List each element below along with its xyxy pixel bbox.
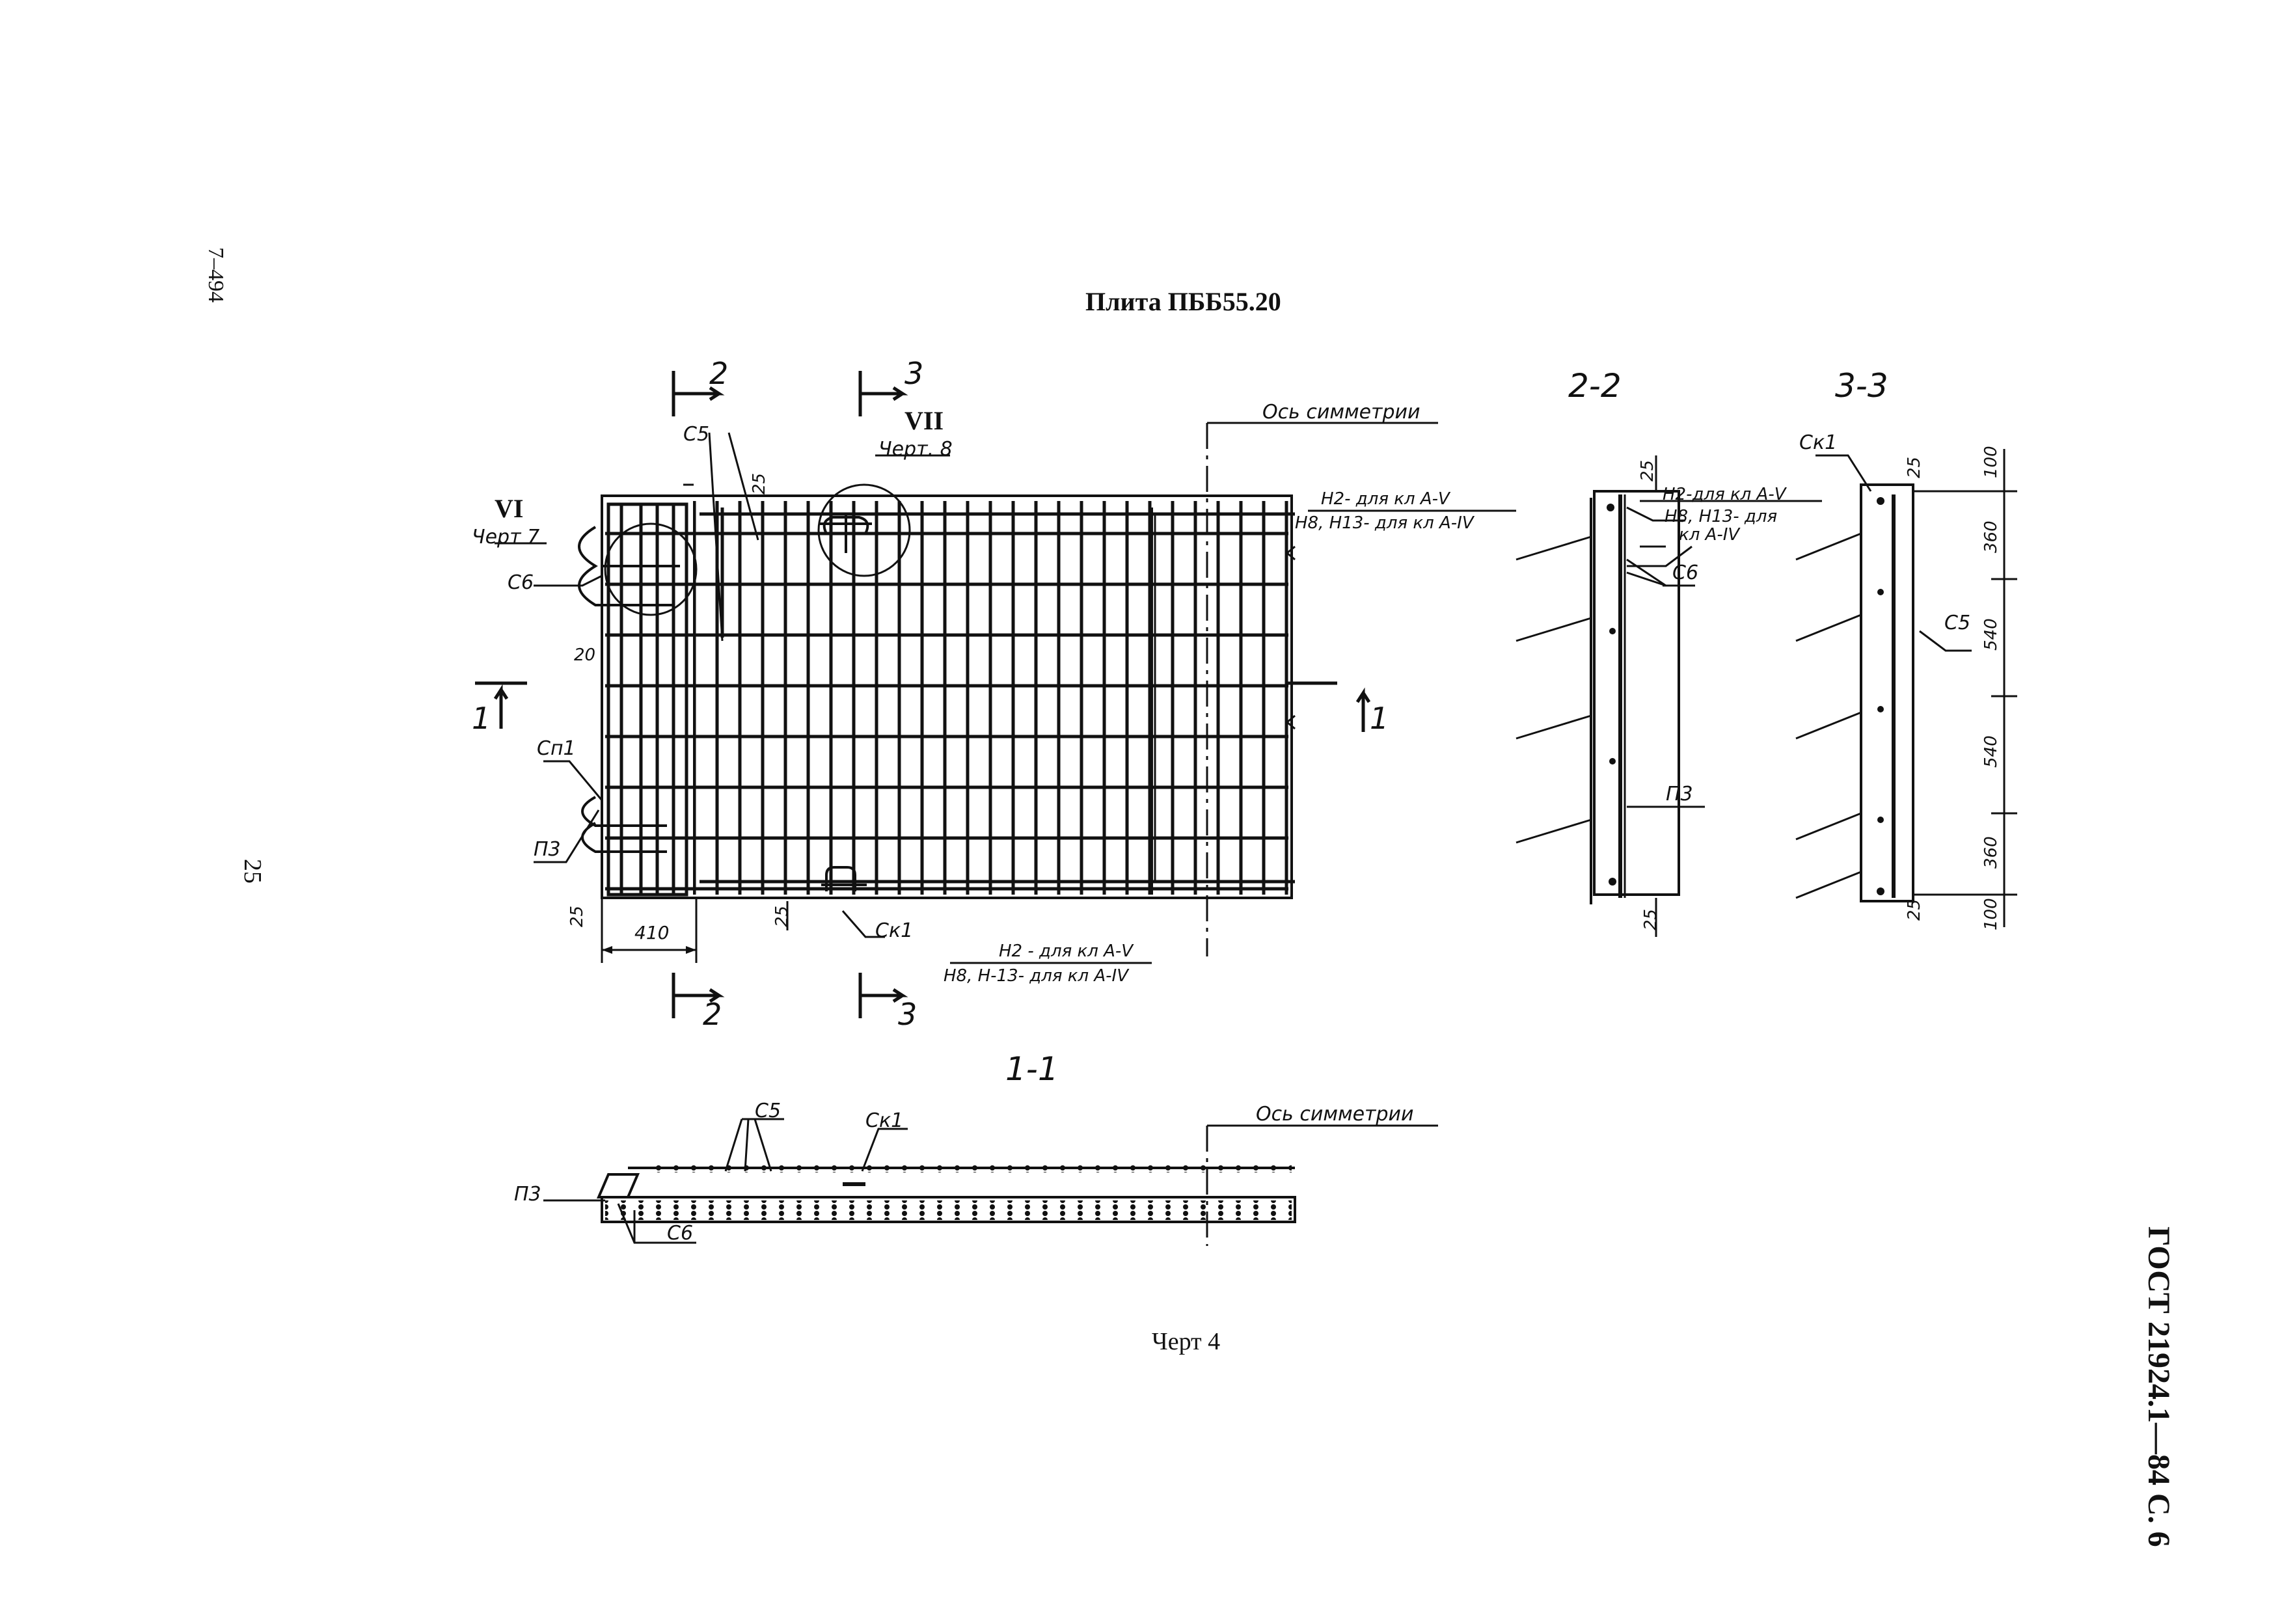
s33-dim-360-bottom: 360 (1981, 836, 2001, 869)
cut-3-bottom-label: 3 (898, 997, 917, 1032)
detail-vi-ref: Черт 7 (472, 526, 539, 548)
plan-cp1-label: Сп1 (537, 737, 576, 760)
section-2-2 (1516, 455, 1822, 937)
s33-dim-100-bottom: 100 (1981, 898, 2001, 930)
figure-caption: Черт 4 (1152, 1328, 1221, 1355)
s22-note-h2: Н2-для кл А-V (1663, 485, 1788, 504)
plan-note-h2-bottom: Н2 - для кл А-V (999, 941, 1134, 961)
plan-dim-410: 410 (634, 922, 669, 943)
detail-vi-label: VI (495, 494, 523, 523)
s11-c5-label: С5 (755, 1100, 781, 1122)
cut-3-top-label: 3 (904, 356, 923, 391)
s22-p3-label: П3 (1666, 783, 1693, 805)
cut-2-bottom-label: 2 (703, 997, 722, 1032)
cut-2-top-label: 2 (709, 356, 728, 391)
section-1-1-title: 1-1 (1005, 1050, 1059, 1088)
s33-c5-label: С5 (1944, 612, 1970, 634)
symmetry-axis-label: Ось симметрии (1262, 401, 1421, 424)
plan-c5-label: С5 (683, 423, 709, 446)
section-3-3-title: 3-3 (1835, 367, 1888, 405)
plan-note-h8-top: Н8, Н13- для кл А-IV (1295, 513, 1475, 533)
s11-ck1-label: Ск1 (865, 1109, 903, 1132)
plan-dim-25-left: 25 (567, 906, 587, 927)
section-3-3 (1795, 449, 2017, 927)
s22-dim-25-top: 25 (1638, 460, 1657, 481)
s22-note-h8: Н8, Н13- для (1665, 507, 1777, 526)
s33-ck1-label: Ск1 (1799, 431, 1837, 454)
s33-dim-25-top: 25 (1905, 457, 1924, 478)
page-title: Плита ПББ55.20 (1085, 287, 1281, 316)
s11-c6-label: С6 (667, 1222, 693, 1245)
s22-c6-label: С6 (1672, 562, 1698, 584)
plan-note-h2-top: Н2- для кл А-V (1321, 489, 1451, 509)
plan-dim-20: 20 (574, 645, 595, 665)
section-1-1 (543, 1118, 1438, 1246)
plan-dim-25-top: 25 (750, 473, 769, 494)
plan-ck1-label: Ск1 (875, 919, 913, 942)
plan-dim-25-bottom: 25 (772, 906, 792, 927)
detail-vii-label: VII (904, 406, 944, 435)
s22-note-h8-cont: кл А-IV (1679, 525, 1741, 545)
section-2-2-title: 2-2 (1568, 367, 1622, 405)
detail-vii-ref: Черт. 8 (878, 438, 953, 461)
s33-dim-100-top: 100 (1981, 446, 2001, 478)
plan-p3-label: П3 (534, 838, 561, 861)
s11-p3-label: П3 (514, 1183, 541, 1206)
cut-1-left-label: 1 (472, 701, 491, 736)
plan-note-h8-bottom: Н8, Н-13- для кл А-IV (944, 966, 1130, 986)
plan-view (475, 371, 1516, 1018)
s33-dim-25-bottom: 25 (1905, 899, 1924, 921)
s33-dim-540-b: 540 (1981, 735, 2001, 768)
s33-dim-360-top: 360 (1981, 521, 2001, 553)
s22-dim-25-bottom: 25 (1641, 909, 1661, 930)
cut-1-right-label: 1 (1370, 701, 1389, 736)
plan-c6-label: С6 (508, 571, 534, 594)
s33-dim-540-a: 540 (1981, 618, 2001, 651)
s11-symmetry-axis-label: Ось симметрии (1256, 1103, 1414, 1126)
